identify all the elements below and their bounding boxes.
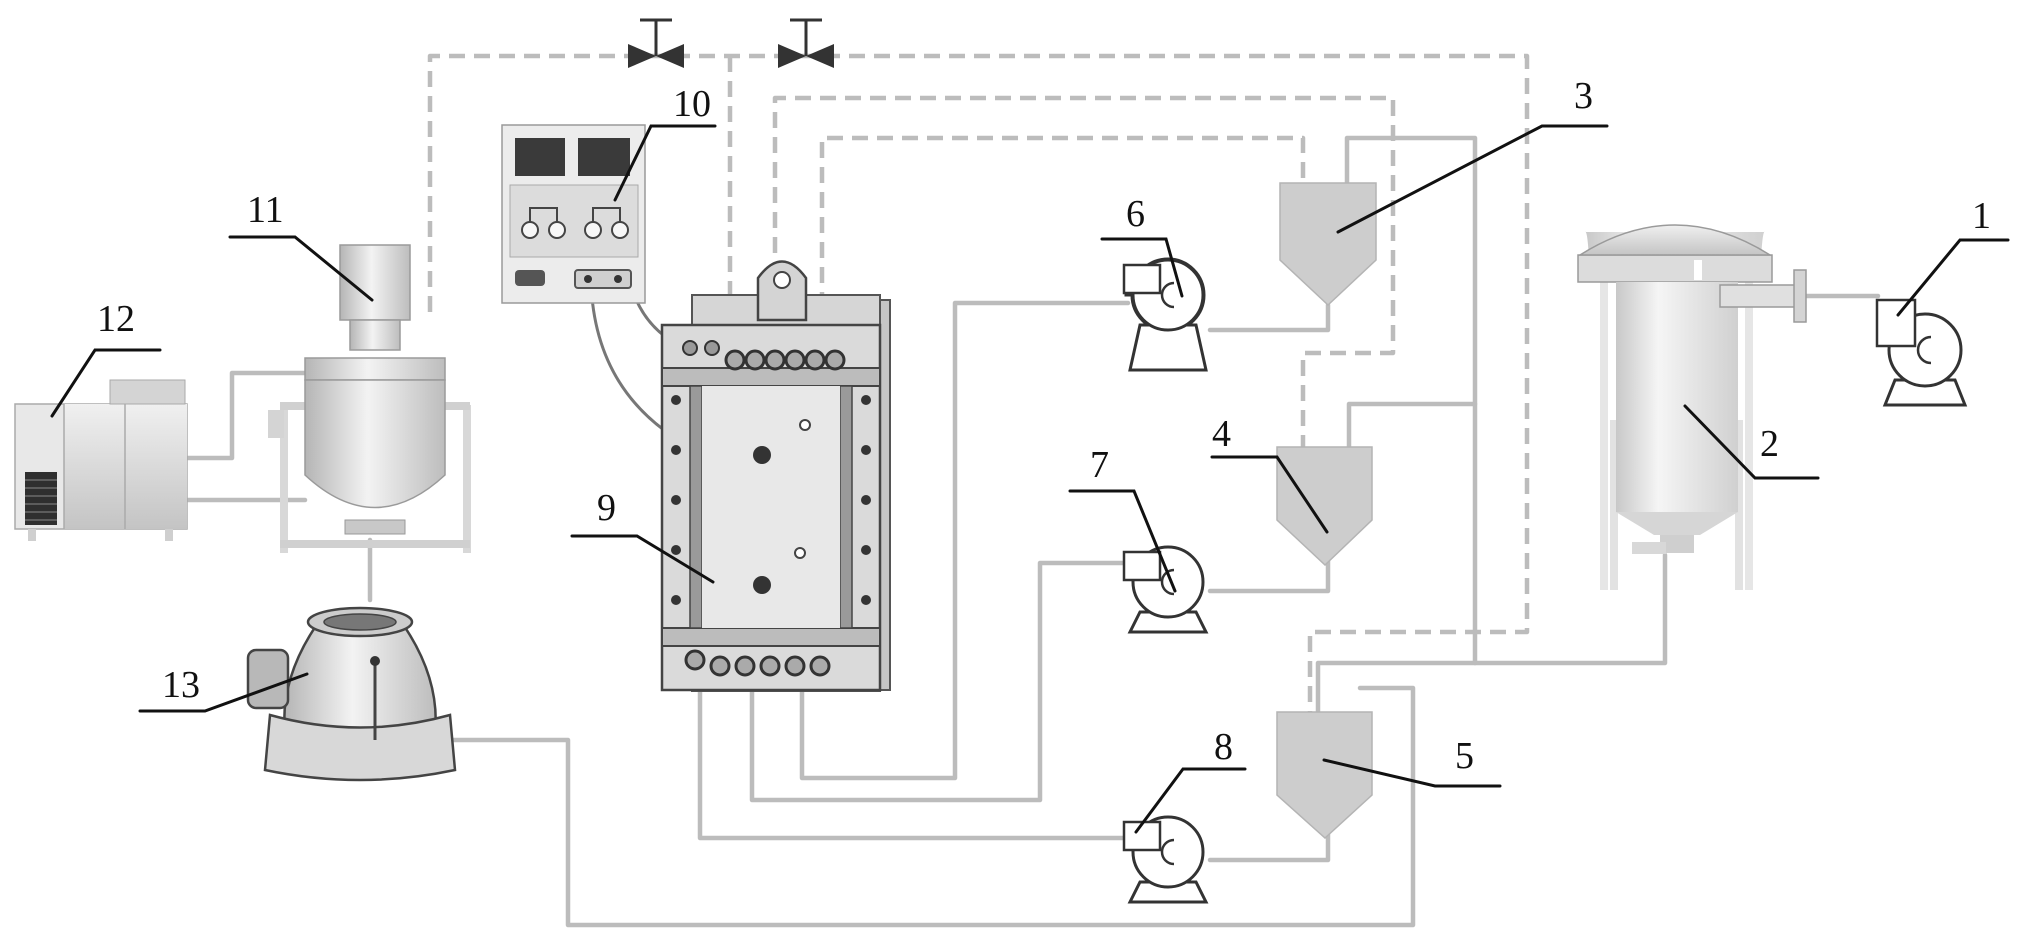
filter-housing bbox=[1577, 224, 1807, 590]
pipe-tank3-to-pump6 bbox=[1207, 302, 1331, 333]
label-6: 6 bbox=[1126, 193, 1145, 235]
pipe-tank3-overflow bbox=[1344, 135, 1668, 666]
label-11: 11 bbox=[247, 189, 284, 231]
pump-6 bbox=[1122, 257, 1208, 372]
label-1: 1 bbox=[1972, 195, 1991, 237]
number-labels: 1 2 3 4 5 6 7 8 9 10 11 12 13 bbox=[97, 75, 1991, 777]
pump-8 bbox=[1122, 815, 1209, 904]
dashed-pipe-top-loop bbox=[427, 53, 1530, 712]
pump-1 bbox=[1875, 298, 1968, 407]
valve-left bbox=[628, 18, 684, 68]
stirred-reactor bbox=[268, 244, 471, 553]
pipe-pump8-to-stack bbox=[697, 672, 1131, 841]
leader-lines bbox=[50, 124, 2010, 834]
pipe-centrifuge-return bbox=[357, 685, 1416, 928]
leader-13 bbox=[138, 672, 309, 713]
label-8: 8 bbox=[1214, 726, 1233, 768]
solid-pipes bbox=[184, 135, 1881, 928]
valve-right bbox=[778, 18, 834, 68]
leader-5 bbox=[1322, 758, 1502, 788]
leader-9 bbox=[570, 534, 715, 584]
pipe-tank5-to-pump8 bbox=[1207, 831, 1331, 863]
leader-6 bbox=[1100, 237, 1184, 298]
leader-8 bbox=[1134, 767, 1247, 834]
label-2: 2 bbox=[1760, 423, 1779, 465]
leader-10 bbox=[613, 124, 717, 202]
pipe-tank5-feed bbox=[1315, 660, 1478, 715]
label-10: 10 bbox=[673, 83, 711, 125]
leader-1 bbox=[1896, 238, 2010, 317]
pipe-pump6-to-stack bbox=[799, 300, 1131, 781]
pipe-chiller-top bbox=[184, 370, 308, 461]
dashed-pipes bbox=[427, 53, 1530, 712]
tank-5 bbox=[1276, 711, 1373, 840]
power-supply bbox=[501, 124, 646, 304]
pipe-tank4-to-pump7 bbox=[1207, 557, 1331, 594]
leader-4 bbox=[1210, 455, 1329, 534]
pump-7 bbox=[1122, 545, 1209, 634]
dashed-pipe-inner-loop bbox=[819, 135, 1306, 308]
centrifuge bbox=[246, 606, 457, 782]
dashed-pipe-mid-loop bbox=[772, 95, 1396, 450]
pipe-pump7-to-stack bbox=[749, 560, 1131, 803]
leader-2 bbox=[1683, 404, 1820, 480]
chiller bbox=[14, 379, 188, 541]
label-7: 7 bbox=[1090, 444, 1109, 486]
tank-4 bbox=[1276, 446, 1373, 567]
electrodialysis-stack bbox=[660, 260, 891, 692]
leader-3 bbox=[1336, 124, 1609, 234]
label-3: 3 bbox=[1574, 75, 1593, 117]
pipe-tank4-feed bbox=[1346, 401, 1478, 453]
leader-7 bbox=[1068, 489, 1177, 593]
label-12: 12 bbox=[97, 298, 135, 340]
label-5: 5 bbox=[1455, 735, 1474, 777]
leader-11 bbox=[228, 235, 374, 302]
label-13: 13 bbox=[162, 664, 200, 706]
leader-12 bbox=[50, 348, 162, 418]
label-9: 9 bbox=[597, 487, 616, 529]
label-4: 4 bbox=[1212, 413, 1231, 455]
tank-3 bbox=[1279, 182, 1377, 307]
